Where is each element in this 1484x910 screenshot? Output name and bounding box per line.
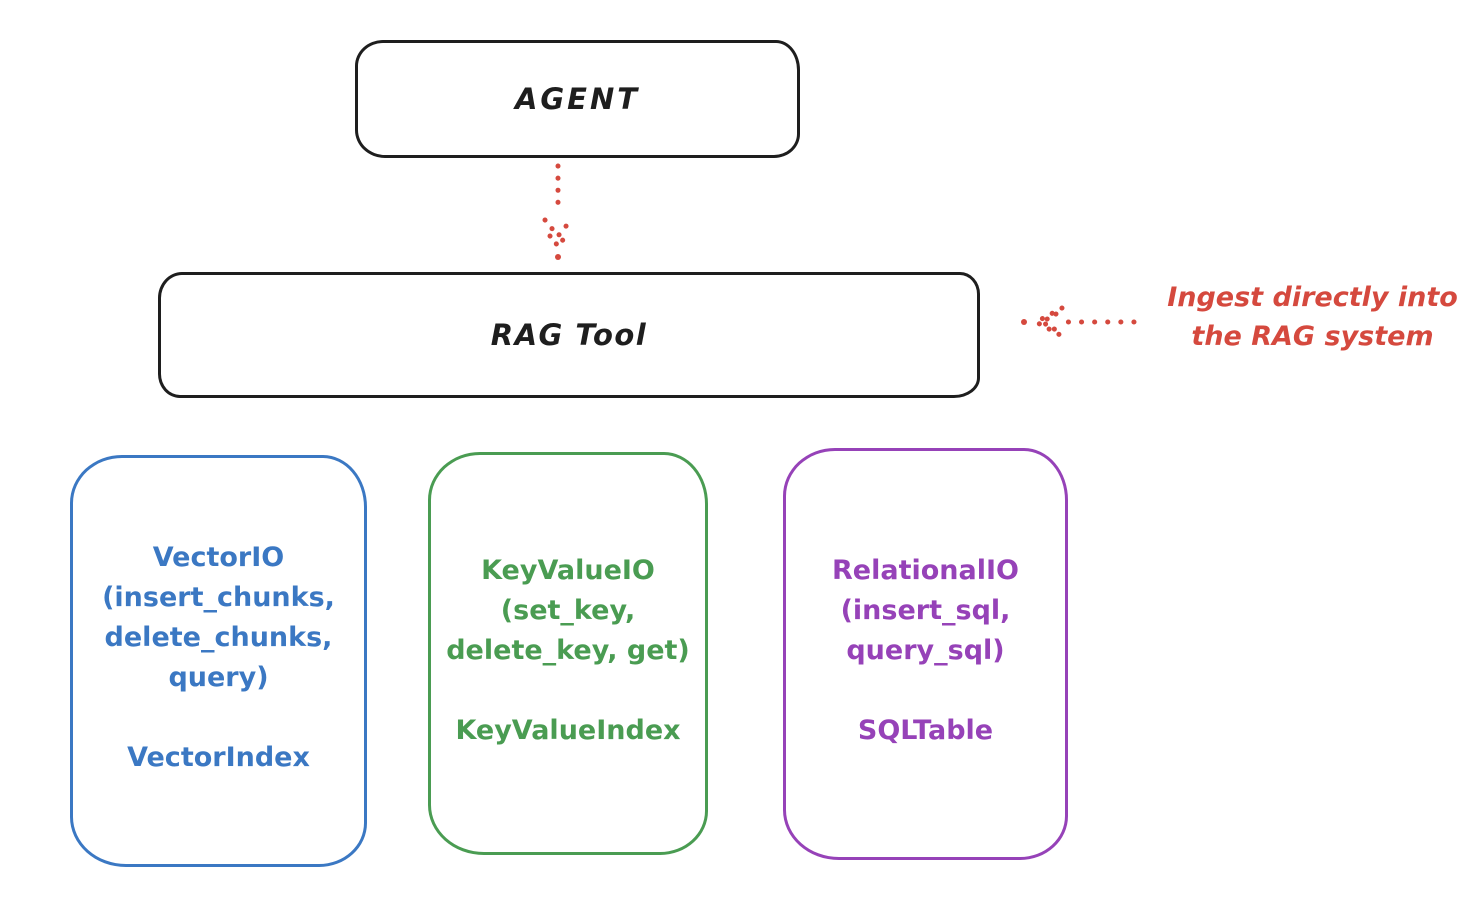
keyvalue-io-card: KeyValueIO (set_key, delete_key, get) Ke… <box>428 452 708 855</box>
rag-tool-node-label: RAG Tool <box>490 318 648 352</box>
keyvalue-io-params-line2: delete_key, get) <box>446 635 690 666</box>
vector-index-label: VectorIndex <box>127 742 310 773</box>
relational-io-title: RelationalIO <box>832 555 1019 586</box>
relational-io-params-line1: (insert_sql, <box>840 595 1011 626</box>
vector-io-card: VectorIO (insert_chunks, delete_chunks, … <box>70 455 367 867</box>
vector-io-params-line3: query) <box>168 662 269 693</box>
ingest-annotation-line1: Ingest directly into <box>1167 282 1458 313</box>
keyvalue-io-params-line1: (set_key, <box>500 595 636 626</box>
vector-io-title: VectorIO <box>152 542 285 573</box>
sql-table-label: SQLTable <box>857 715 994 746</box>
rag-tool-node: RAG Tool <box>158 272 980 398</box>
ingest-annotation-line2: the RAG system <box>1191 321 1434 352</box>
agent-node: AGENT <box>355 40 800 158</box>
dotted-arrow-down-icon <box>542 163 574 260</box>
vector-io-params-line1: (insert_chunks, <box>102 582 335 613</box>
keyvalue-io-title: KeyValueIO <box>481 555 655 586</box>
agent-node-label: AGENT <box>514 82 641 116</box>
vector-io-params-line2: delete_chunks, <box>104 622 333 653</box>
relational-io-params-line2: query_sql) <box>846 635 1005 666</box>
ingest-annotation: Ingest directly into the RAG system <box>1140 278 1484 356</box>
keyvalue-index-label: KeyValueIndex <box>455 715 681 746</box>
dotted-arrow-left-icon <box>1021 305 1137 339</box>
relational-io-card: RelationalIO (insert_sql, query_sql) SQL… <box>783 448 1068 860</box>
